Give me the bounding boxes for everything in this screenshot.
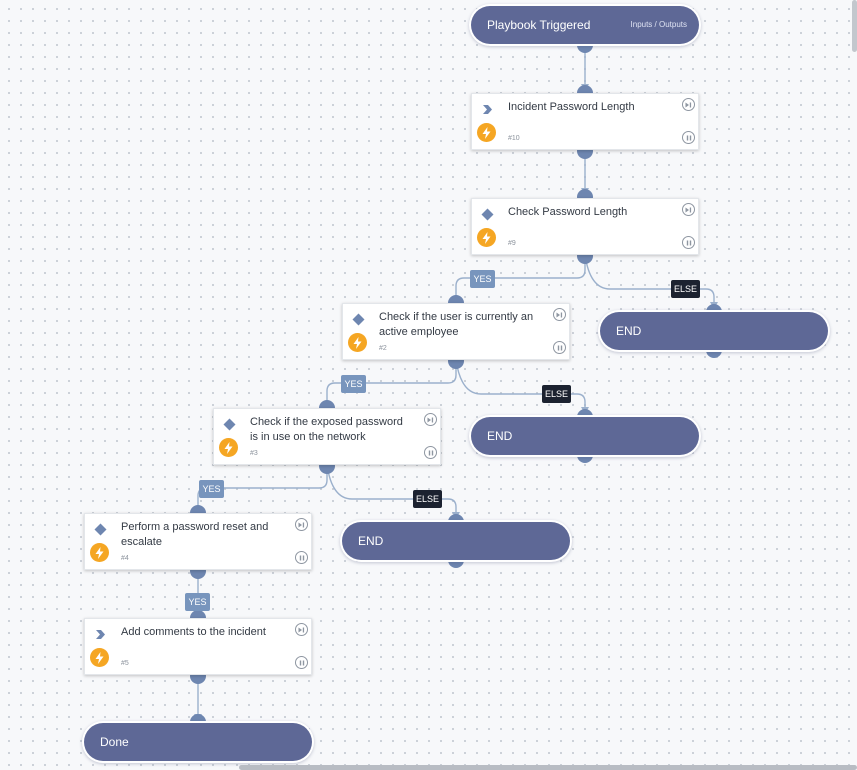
lightning-icon (348, 333, 367, 352)
task-name: Add comments to the incident (121, 626, 266, 638)
pause-icon[interactable] (295, 551, 308, 564)
task-name: Perform a password reset and escalate (121, 521, 269, 548)
horizontal-scrollbar[interactable] (239, 765, 857, 770)
chevron-right-icon (480, 102, 494, 116)
task-number: #10 (508, 135, 520, 142)
task-name: Check if the user is currently an active… (379, 311, 534, 338)
pause-icon[interactable] (682, 236, 695, 249)
lightning-icon (477, 228, 496, 247)
lightning-icon (219, 438, 238, 457)
yes-condition-label[interactable]: YES (185, 593, 210, 611)
done-node[interactable]: Done (84, 723, 312, 761)
task-incident-password-length[interactable]: Incident Password Length #10 (471, 93, 699, 150)
diamond-icon (222, 417, 236, 431)
task-number: #3 (250, 450, 258, 457)
yes-condition-label[interactable]: YES (341, 375, 366, 393)
yes-condition-label[interactable]: YES (470, 270, 495, 288)
skip-icon[interactable] (424, 413, 437, 426)
end-node[interactable]: END (600, 312, 828, 350)
pause-icon[interactable] (295, 656, 308, 669)
task-password-reset-escalate[interactable]: Perform a password reset and escalate #4 (84, 513, 312, 570)
skip-icon[interactable] (553, 308, 566, 321)
task-check-password-length[interactable]: Check Password Length #9 (471, 198, 699, 255)
task-name: Incident Password Length (508, 101, 635, 113)
lightning-icon (477, 123, 496, 142)
task-number: #5 (121, 660, 129, 667)
node-label: Playbook Triggered (487, 18, 591, 32)
lightning-icon (90, 543, 109, 562)
skip-icon[interactable] (682, 203, 695, 216)
node-label: END (616, 324, 642, 338)
node-label: END (487, 429, 513, 443)
else-condition-label[interactable]: ELSE (671, 280, 700, 298)
diamond-icon (93, 522, 107, 536)
else-condition-label[interactable]: ELSE (413, 490, 442, 508)
diamond-icon (480, 207, 494, 221)
playbook-triggered-node[interactable]: Playbook Triggered Inputs / Outputs (471, 6, 699, 44)
skip-icon[interactable] (682, 98, 695, 111)
inputs-outputs-link[interactable]: Inputs / Outputs (630, 20, 687, 29)
task-name: Check Password Length (508, 206, 628, 218)
lightning-icon (90, 648, 109, 667)
end-node[interactable]: END (471, 417, 699, 455)
node-label: Done (100, 735, 129, 749)
task-number: #4 (121, 555, 129, 562)
end-node[interactable]: END (342, 522, 570, 560)
vertical-scrollbar[interactable] (852, 0, 857, 52)
task-check-password-in-use[interactable]: Check if the exposed password is in use … (213, 408, 441, 465)
task-name: Check if the exposed password is in use … (250, 416, 403, 443)
task-add-comments[interactable]: Add comments to the incident #5 (84, 618, 312, 675)
else-condition-label[interactable]: ELSE (542, 385, 571, 403)
pause-icon[interactable] (553, 341, 566, 354)
pause-icon[interactable] (424, 446, 437, 459)
pause-icon[interactable] (682, 131, 695, 144)
yes-condition-label[interactable]: YES (199, 480, 224, 498)
task-check-active-employee[interactable]: Check if the user is currently an active… (342, 303, 570, 360)
task-number: #9 (508, 240, 516, 247)
diamond-icon (351, 312, 365, 326)
node-label: END (358, 534, 384, 548)
task-number: #2 (379, 345, 387, 352)
skip-icon[interactable] (295, 623, 308, 636)
skip-icon[interactable] (295, 518, 308, 531)
chevron-right-icon (93, 627, 107, 641)
